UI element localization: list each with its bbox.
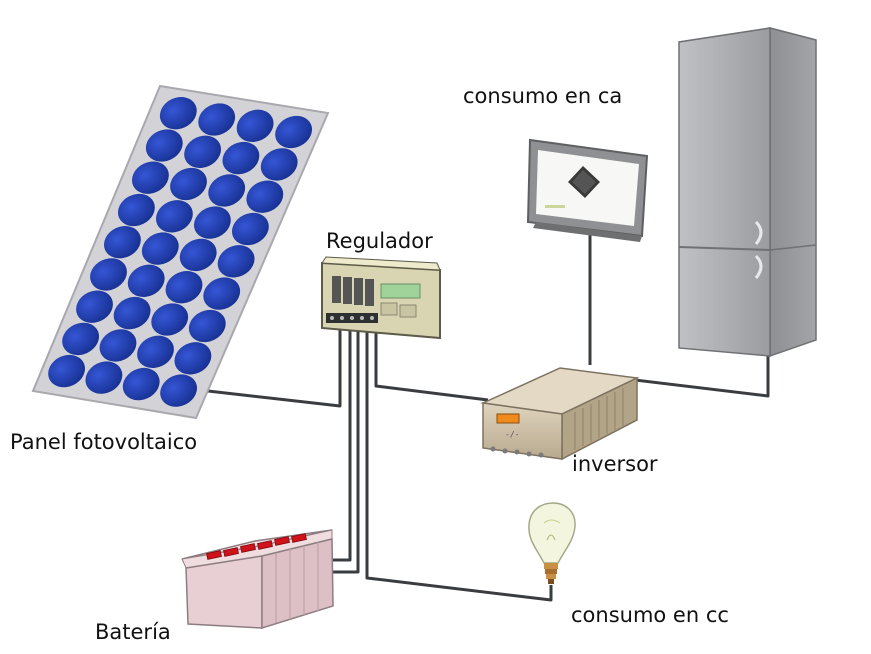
panel-cell	[260, 148, 298, 181]
label-battery: Batería	[95, 620, 171, 644]
wire-panel-regulator	[207, 322, 342, 408]
label-dc-load: consumo en cc	[571, 603, 729, 627]
panel-cell	[170, 167, 207, 201]
panel-cell	[193, 206, 231, 239]
panel-cell	[222, 141, 260, 175]
panel-cells	[48, 97, 313, 407]
panel-cell	[179, 238, 217, 272]
panel-cell	[113, 296, 151, 330]
svg-text:-/-: -/-	[505, 430, 519, 439]
label-regulator: Regulador	[326, 229, 433, 253]
panel-cell	[131, 161, 169, 194]
panel-cell	[198, 103, 236, 136]
panel-cell	[165, 271, 203, 304]
tv-screen-icon	[526, 138, 649, 242]
wire-battery-regulator-b	[330, 322, 360, 574]
panel-cell	[188, 309, 226, 343]
panel-cell	[122, 367, 160, 401]
panel-cell	[48, 354, 86, 388]
panel-cell	[90, 258, 127, 291]
panel-cell	[137, 335, 174, 368]
light-bulb-icon	[528, 502, 576, 584]
label-ac-load: consumo en ca	[463, 84, 623, 108]
panel-cell	[217, 245, 255, 278]
panel-cell	[159, 97, 197, 130]
label-panel: Panel fotovoltaico	[10, 430, 198, 454]
inverter-box-icon: -/-	[480, 367, 640, 461]
refrigerator-icon	[678, 27, 817, 358]
panel-cell	[151, 303, 189, 336]
panel-cell	[231, 212, 269, 246]
panel-cell	[246, 180, 284, 213]
panel-cell	[103, 226, 141, 259]
wires	[207, 232, 770, 602]
wire-regulator-dc-load	[365, 322, 553, 602]
panel-cell	[62, 322, 100, 356]
panel-cell	[85, 361, 123, 394]
panel-cell	[155, 200, 193, 233]
panel-cell	[184, 135, 222, 168]
charge-regulator-icon	[321, 256, 441, 340]
panel-cell	[160, 374, 198, 407]
label-inverter: inversor	[572, 452, 658, 476]
solar-panel-icon	[31, 84, 330, 420]
panel-cell	[99, 329, 137, 362]
wire-battery-regulator-a	[330, 322, 352, 562]
panel-cell	[275, 115, 313, 149]
panel-cell	[127, 264, 165, 297]
panel-cell	[117, 193, 155, 227]
panel-cell	[236, 109, 274, 142]
panel-cell	[145, 129, 183, 162]
panel-cell	[203, 277, 241, 310]
wire-inverter-fridge	[617, 356, 770, 398]
panel-cell	[174, 342, 212, 375]
panel-cell	[141, 232, 179, 265]
panel-cell	[208, 174, 246, 207]
wire-regulator-inverter	[374, 322, 489, 402]
battery-icon	[181, 529, 334, 630]
panel-cell	[76, 290, 113, 323]
